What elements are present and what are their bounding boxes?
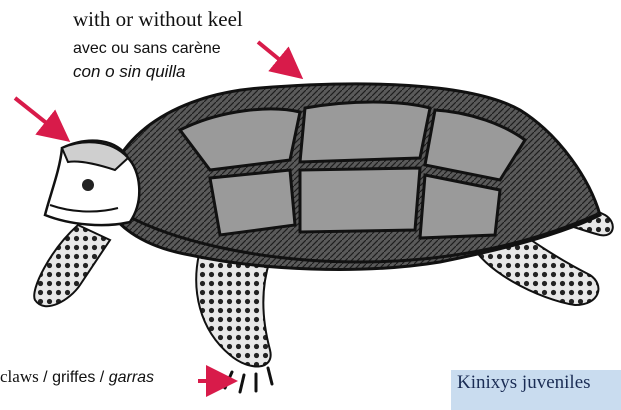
- arrow-icon: [258, 42, 297, 74]
- claws-label: claws / griffes / garras: [0, 367, 154, 387]
- front-left-leg: [34, 225, 110, 306]
- claws-label-en: claws: [0, 367, 39, 386]
- tortoise-illustration: [34, 84, 613, 392]
- section-badge: Kinixys juveniles: [451, 370, 621, 410]
- keel-label-es: con o sin quilla: [73, 62, 185, 82]
- claws-label-fr: griffes: [52, 369, 95, 386]
- keel-label-fr: avec ou sans carène: [73, 40, 221, 58]
- arrow-icon: [15, 98, 64, 137]
- keel-label-en: with or without keel: [73, 7, 243, 32]
- eye: [82, 179, 94, 191]
- claws: [225, 368, 272, 392]
- claws-separator: /: [95, 369, 108, 386]
- claws-separator: /: [39, 369, 52, 386]
- claws-label-es: garras: [109, 369, 154, 386]
- front-right-leg: [196, 250, 270, 366]
